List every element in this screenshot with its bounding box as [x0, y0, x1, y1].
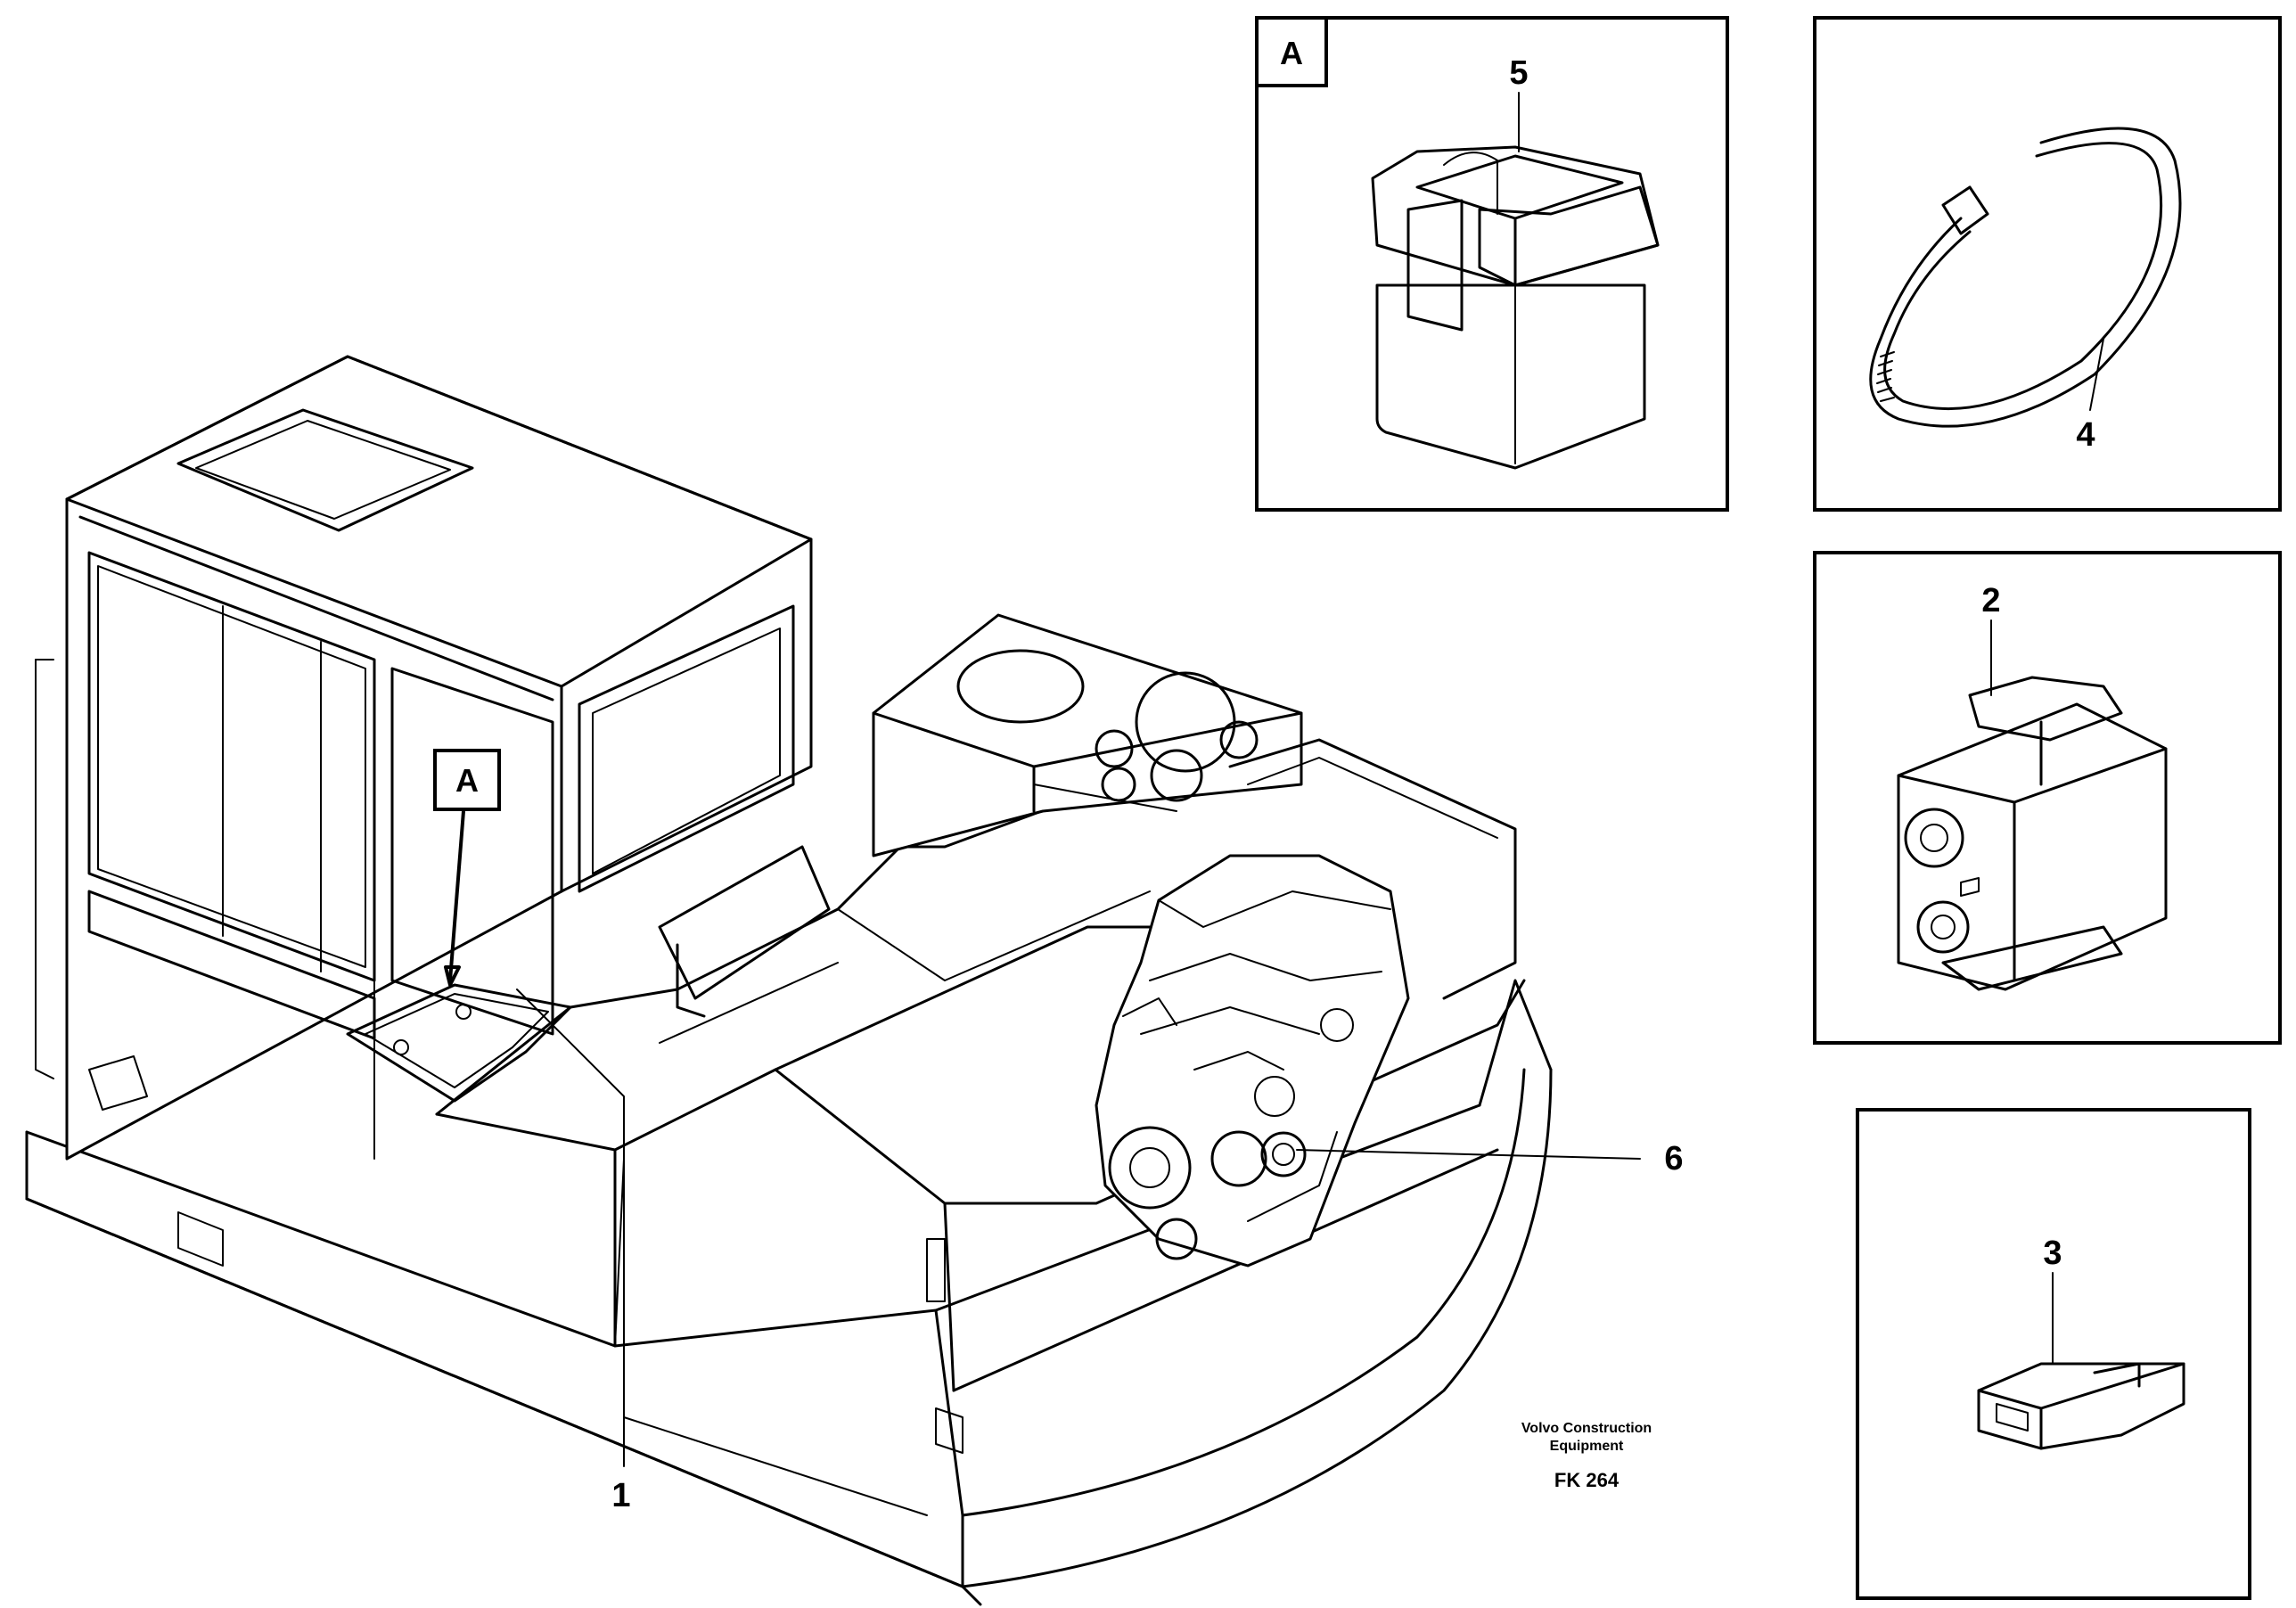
detail-panel-connector: 2 — [1813, 551, 2282, 1045]
detail-panel-a: A 5 — [1255, 16, 1729, 512]
callout-4: 4 — [2076, 416, 2095, 454]
callout-1: 1 — [611, 1477, 630, 1514]
fuse-holder — [1371, 145, 1660, 470]
engine-block — [1095, 854, 1410, 1268]
callout-5: 5 — [1509, 54, 1528, 92]
manufacturer-line1: Volvo Construction — [1521, 1421, 1652, 1436]
terminal-connector — [1977, 1362, 2185, 1450]
callout-3: 3 — [2043, 1235, 2062, 1272]
detail-panel-terminal: 3 — [1856, 1108, 2251, 1600]
figure-code: FK 264 — [1554, 1469, 1620, 1491]
cable-tie — [1869, 127, 2182, 428]
detail-panel-cable-tie: 4 — [1813, 16, 2282, 512]
detail-tag-panel-label: A — [1280, 35, 1303, 71]
excavator-upper-structure — [25, 355, 1641, 1606]
detail-tag-main: A — [433, 749, 501, 811]
callout-2: 2 — [1981, 582, 2000, 619]
detail-tag-main-label: A — [455, 762, 479, 799]
callout-6: 6 — [1664, 1140, 1683, 1177]
manufacturer-line2: Equipment — [1550, 1439, 1624, 1454]
connector-housing — [1897, 676, 2168, 991]
